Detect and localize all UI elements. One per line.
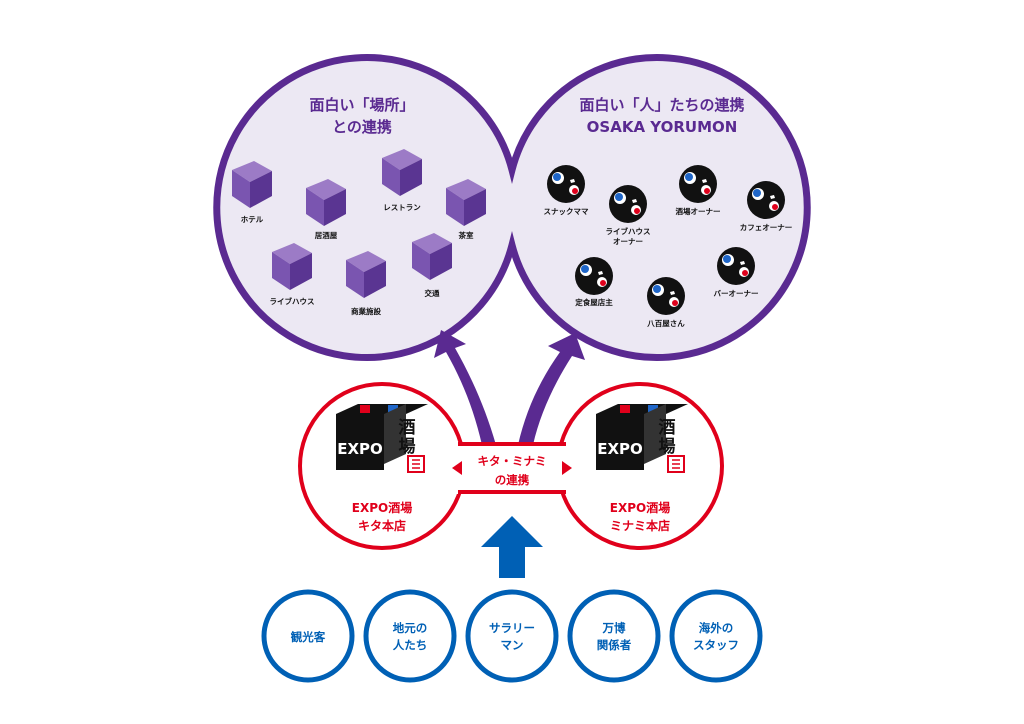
place-label: ホテル (241, 215, 264, 224)
group-label: 人たち (393, 638, 428, 652)
group-label: マン (501, 638, 524, 652)
group-circle-5 (669, 589, 763, 683)
person-label: バーオーナー (714, 289, 759, 298)
person-label: スナックママ (544, 206, 589, 216)
person-label: 酒場オーナー (676, 206, 721, 216)
left-logo-text: EXPO 酒 場 (337, 417, 415, 458)
group-label: 海外の (699, 621, 734, 635)
person-label: オーナー (613, 237, 643, 246)
left-logo-sakaba-1: 酒 (399, 417, 416, 438)
place-label: 交通 (425, 288, 440, 298)
place-label: 商業施設 (351, 306, 381, 316)
person-label: 定食屋店主 (575, 297, 613, 307)
right-store-name-line1: EXPO酒場 (610, 500, 670, 515)
left-store-name-line2: キタ本店 (358, 518, 406, 533)
left-store-name-line1: EXPO酒場 (352, 500, 412, 515)
face-icon (609, 185, 647, 223)
group-label: 関係者 (597, 638, 632, 652)
people-title-line1: 面白い「人」たちの連携 (579, 96, 744, 114)
kita-minami-link-line2: の連携 (495, 473, 530, 487)
person-label: カフェオーナー (740, 223, 793, 232)
left-logo-expo: EXPO (337, 440, 383, 458)
place-label: 居酒屋 (315, 230, 338, 240)
face-icon (547, 165, 585, 203)
group-label: 地元の (393, 621, 428, 635)
right-logo-sakaba-2: 場 (659, 437, 676, 457)
group-label: 万博 (602, 621, 626, 635)
arrow-right-purple (518, 333, 585, 445)
left-logo-sakaba-2: 場 (399, 437, 416, 457)
face-icon (717, 247, 755, 285)
link-band-cover (450, 444, 574, 494)
people-title-line2: OSAKA YORUMON (587, 118, 738, 136)
arrow-left-purple (434, 330, 496, 445)
person-label: 八百屋さん (646, 319, 685, 328)
group-circle-3 (465, 589, 559, 683)
right-logo-expo: EXPO (597, 440, 643, 458)
face-icon (575, 257, 613, 295)
group-circle-4 (567, 589, 661, 683)
place-label: ライブハウス (270, 296, 315, 306)
places-title-line2: との連携 (332, 118, 392, 136)
kita-minami-link-line1: キタ・ミナミ (478, 454, 547, 468)
purple-arrows (434, 330, 585, 445)
link-arrow-right-icon (562, 461, 572, 475)
face-icon (647, 277, 685, 315)
group-label: 観光客 (291, 630, 326, 644)
arrow-up-blue (481, 516, 543, 578)
group-label: サラリー (489, 621, 535, 635)
places-title-line1: 面白い「場所」 (309, 96, 414, 114)
group-circle-2 (363, 589, 457, 683)
person-label: ライブハウス (606, 226, 651, 236)
place-label: 茶室 (458, 230, 474, 240)
place-label: レストラン (383, 203, 421, 212)
right-logo-text: EXPO 酒 場 (597, 417, 675, 458)
link-arrow-left-icon (452, 461, 462, 475)
right-logo-sakaba-1: 酒 (659, 417, 676, 438)
face-icon (747, 181, 785, 219)
right-store-name-line2: ミナミ本店 (610, 518, 670, 533)
group-label: スタッフ (693, 638, 739, 652)
face-icon (679, 165, 717, 203)
bottom-circles (261, 589, 763, 683)
group-circle-1 (261, 589, 355, 683)
